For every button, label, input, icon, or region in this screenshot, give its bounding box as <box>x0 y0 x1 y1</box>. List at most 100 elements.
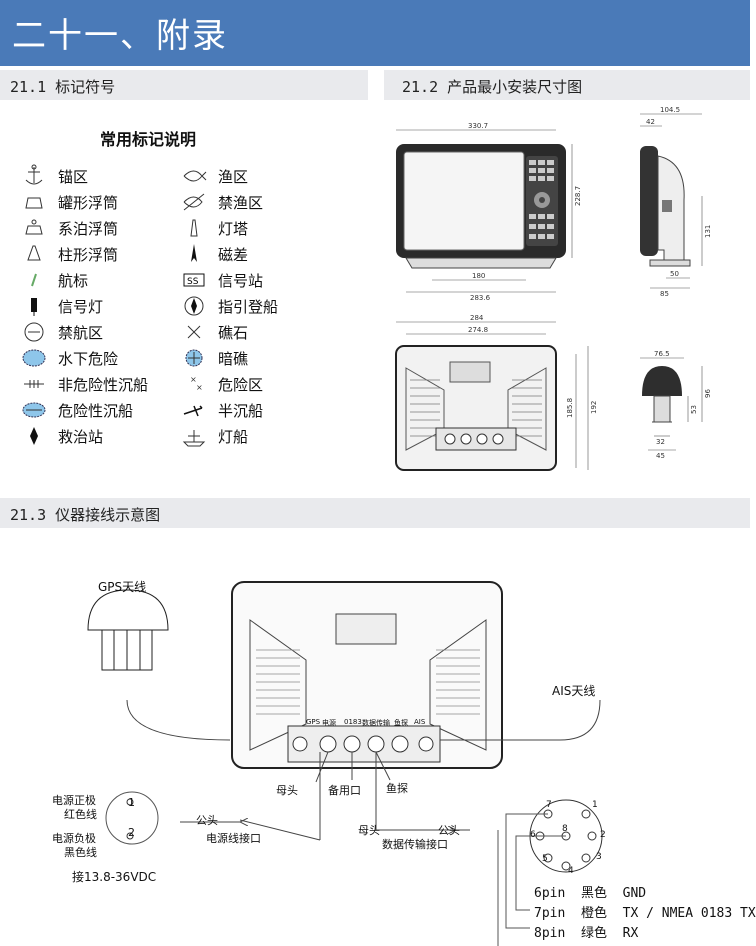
dim-front-base: 180 <box>472 272 485 280</box>
port-label-fish: 鱼探 <box>394 719 408 727</box>
legend-item-label: 渔区 <box>218 167 249 186</box>
half-sunken-wreck-icon <box>183 405 203 417</box>
ais-antenna-label: AIS天线 <box>552 684 596 698</box>
female-label-1: 母头 <box>276 784 298 797</box>
female-label-2: 母头 <box>358 824 380 837</box>
legend-item-pilot-boarding: 指引登船 <box>180 294 278 318</box>
pin-line-7: 7pin 橙色 TX / NMEA 0183 TX <box>534 906 756 921</box>
power-positive-label: 电源正极 <box>52 794 96 807</box>
section-bar-wiring: 21.3 仪器接线示意图 <box>0 498 750 528</box>
dim-side-depth: 104.5 <box>660 106 680 114</box>
legend-item-anchor: 锚区 <box>20 164 88 188</box>
male-label-1: 公头 <box>196 814 218 827</box>
pin-number-8: 8 <box>562 824 568 834</box>
legend-item-label: 罐形浮筒 <box>58 193 119 212</box>
legend-item-lightship: 灯船 <box>180 424 248 448</box>
front-view: 330.7 228.7 180 283.6 <box>396 122 582 302</box>
legend-item-label: 禁航区 <box>58 323 104 342</box>
pin-number-4: 4 <box>568 866 574 876</box>
page-header: 二十一、附录 <box>0 0 750 66</box>
legend-item-label: 危险性沉船 <box>58 401 134 420</box>
dim-front-width: 330.7 <box>468 122 488 130</box>
no-navigation-icon <box>24 322 44 342</box>
legend-item-label: 信号站 <box>218 271 264 290</box>
non-dangerous-wreck-icon <box>24 380 44 388</box>
wiring-diagram <box>87 581 603 946</box>
underwater-danger-icon <box>22 349 46 367</box>
male-label-2: 公头 <box>438 824 460 837</box>
back-view: 284 274.8 185.8 192 <box>395 314 598 471</box>
signal-station-icon: SS <box>183 273 205 287</box>
legend-title: 常用标记说明 <box>100 130 197 149</box>
legend-item-label: 礁石 <box>218 323 249 342</box>
legend-item-signal-station: SS 信号站 <box>180 268 263 292</box>
pin-number-2: 2 <box>600 830 606 840</box>
legend-item-label: 救治站 <box>58 427 104 446</box>
port-label-ais: AIS <box>414 718 426 726</box>
section-title-marks: 21.1 标记符号 <box>10 78 116 96</box>
dim-back-h2: 192 <box>590 401 598 414</box>
pin-line-6: 6pin 黑色 GND <box>534 886 647 901</box>
section-title-wiring: 21.3 仪器接线示意图 <box>10 506 161 524</box>
dim-back-inner: 274.8 <box>468 326 488 334</box>
danger-area-icon: ×× <box>190 375 203 392</box>
pin-number-5: 5 <box>542 854 548 864</box>
dim-gps-width: 76.5 <box>654 350 670 358</box>
hidden-reef-icon <box>185 349 203 367</box>
pin-2-label: 2 <box>128 826 135 839</box>
dim-back-h1: 185.8 <box>566 398 574 418</box>
legend-item-label: 灯船 <box>218 427 249 446</box>
legend-item-label: 水下危险 <box>58 349 119 368</box>
legend-item-label: 锚区 <box>58 167 89 186</box>
voltage-label: 接13.8-36VDC <box>72 870 157 884</box>
dim-gps-h1: 53 <box>690 405 698 414</box>
legend-item-magnetic-variation: 磁差 <box>180 242 248 266</box>
legend-item-mooring-buoy: 系泊浮筒 <box>20 216 118 240</box>
dimension-drawings: 330.7 228.7 180 283.6 104.5 42 131 <box>395 106 712 471</box>
legend-item-label: 暗礁 <box>218 349 249 368</box>
power-negative-label: 电源负极 <box>52 832 96 845</box>
legend-item-half-sunken-wreck: 半沉船 <box>180 398 263 422</box>
legend-item-label: 信号灯 <box>58 297 104 316</box>
legend-item-no-fishing: 禁渔区 <box>180 190 263 214</box>
lightship-icon <box>182 430 206 447</box>
can-buoy-icon <box>25 197 43 209</box>
mooring-buoy-icon <box>25 219 43 235</box>
rescue-station-icon <box>30 427 38 445</box>
section-bar-marks: 21.1 标记符号 <box>0 70 368 100</box>
black-wire-label: 黑色线 <box>64 846 97 859</box>
magnetic-variation-icon <box>191 244 197 262</box>
legend-item-label: 指引登船 <box>218 297 279 316</box>
gps-port-label: GPS <box>306 718 321 726</box>
beacon-icon <box>31 273 37 287</box>
legend-item-pillar-buoy: 柱形浮筒 <box>20 242 118 266</box>
legend-item-rock: 礁石 <box>180 320 248 344</box>
pin-line-8: 8pin 绿色 RX <box>534 926 639 941</box>
legend-item-rescue-station: 救治站 <box>20 424 103 448</box>
lighthouse-icon <box>190 219 198 237</box>
anchor-icon <box>25 164 43 185</box>
dangerous-wreck-icon <box>22 402 46 418</box>
legend-item-can-buoy: 罐形浮筒 <box>20 190 118 214</box>
pin-number-7: 7 <box>546 800 552 810</box>
section-bar-dimensions: 21.2 产品最小安装尺寸图 <box>384 70 750 100</box>
no-fishing-icon <box>183 193 205 211</box>
legend-item-label: 非危险性沉船 <box>58 375 149 394</box>
legend-item-signal-light: 信号灯 <box>20 294 103 318</box>
legend-item-hidden-reef: 暗礁 <box>180 346 248 370</box>
legend-item-danger-area: ××危险区 <box>180 372 263 396</box>
pilot-boarding-icon <box>184 296 204 316</box>
port-label-data: 数据传输 <box>362 719 390 727</box>
svg-text:×: × <box>190 375 197 384</box>
fishing-area-icon <box>183 170 207 182</box>
signal-light-icon <box>31 298 37 316</box>
dim-front-height: 228.7 <box>574 186 582 206</box>
pillar-buoy-icon <box>27 245 41 261</box>
legend-item-beacon: 航标 <box>20 268 88 292</box>
legend-item-no-navigation: 禁航区 <box>20 320 103 344</box>
side-view: 104.5 42 131 50 85 <box>640 106 712 298</box>
dim-side-top: 42 <box>646 118 655 126</box>
dim-gps-base-total: 45 <box>656 452 665 460</box>
section-title-dimensions: 21.2 产品最小安装尺寸图 <box>402 78 583 96</box>
